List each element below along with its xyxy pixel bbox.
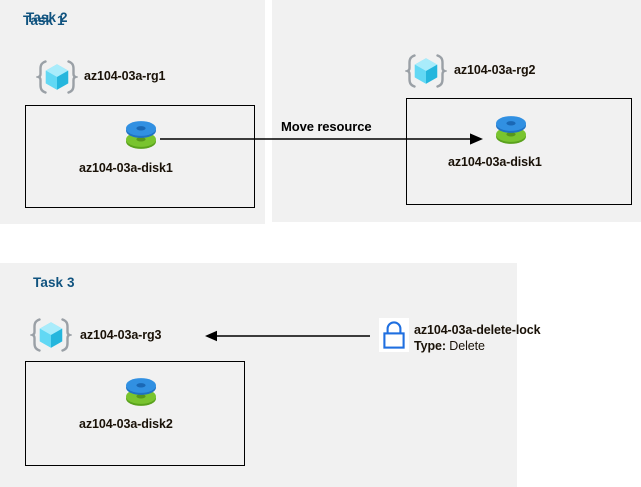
- lock-applies-arrow: [205, 330, 370, 342]
- task-3-title: Task 3: [33, 275, 75, 290]
- managed-disk-icon: [489, 108, 533, 152]
- resource-lock-type-value: Delete: [449, 339, 485, 353]
- task-2-resource-box: [406, 98, 632, 205]
- resource-group-icon: [28, 314, 74, 356]
- disk-label-disk1-task2: az104-03a-disk1: [448, 155, 542, 169]
- lock-icon: [379, 318, 409, 352]
- resource-lock-type-label: Type:: [414, 339, 446, 353]
- disk-label-disk2-task3: az104-03a-disk2: [79, 417, 173, 431]
- resource-lock-name: az104-03a-delete-lock: [414, 323, 541, 337]
- resource-group-icon: [34, 56, 80, 98]
- managed-disk-icon: [119, 370, 163, 414]
- resource-group-icon: [403, 50, 449, 92]
- task-2-title: Task 2: [26, 10, 68, 25]
- task-1-title: Task 1: [23, 13, 65, 28]
- move-resource-arrow-label: Move resource: [281, 119, 372, 134]
- resource-group-label-rg1: az104-03a-rg1: [84, 69, 166, 83]
- resource-lock-type: Type: Delete: [414, 339, 485, 353]
- task-3-resource-box: [25, 361, 245, 466]
- resource-group-label-rg2: az104-03a-rg2: [454, 63, 536, 77]
- disk-label-disk1-task1: az104-03a-disk1: [79, 161, 173, 175]
- resource-group-label-rg3: az104-03a-rg3: [80, 328, 162, 342]
- managed-disk-icon: [119, 113, 163, 157]
- move-resource-arrow: [160, 133, 483, 145]
